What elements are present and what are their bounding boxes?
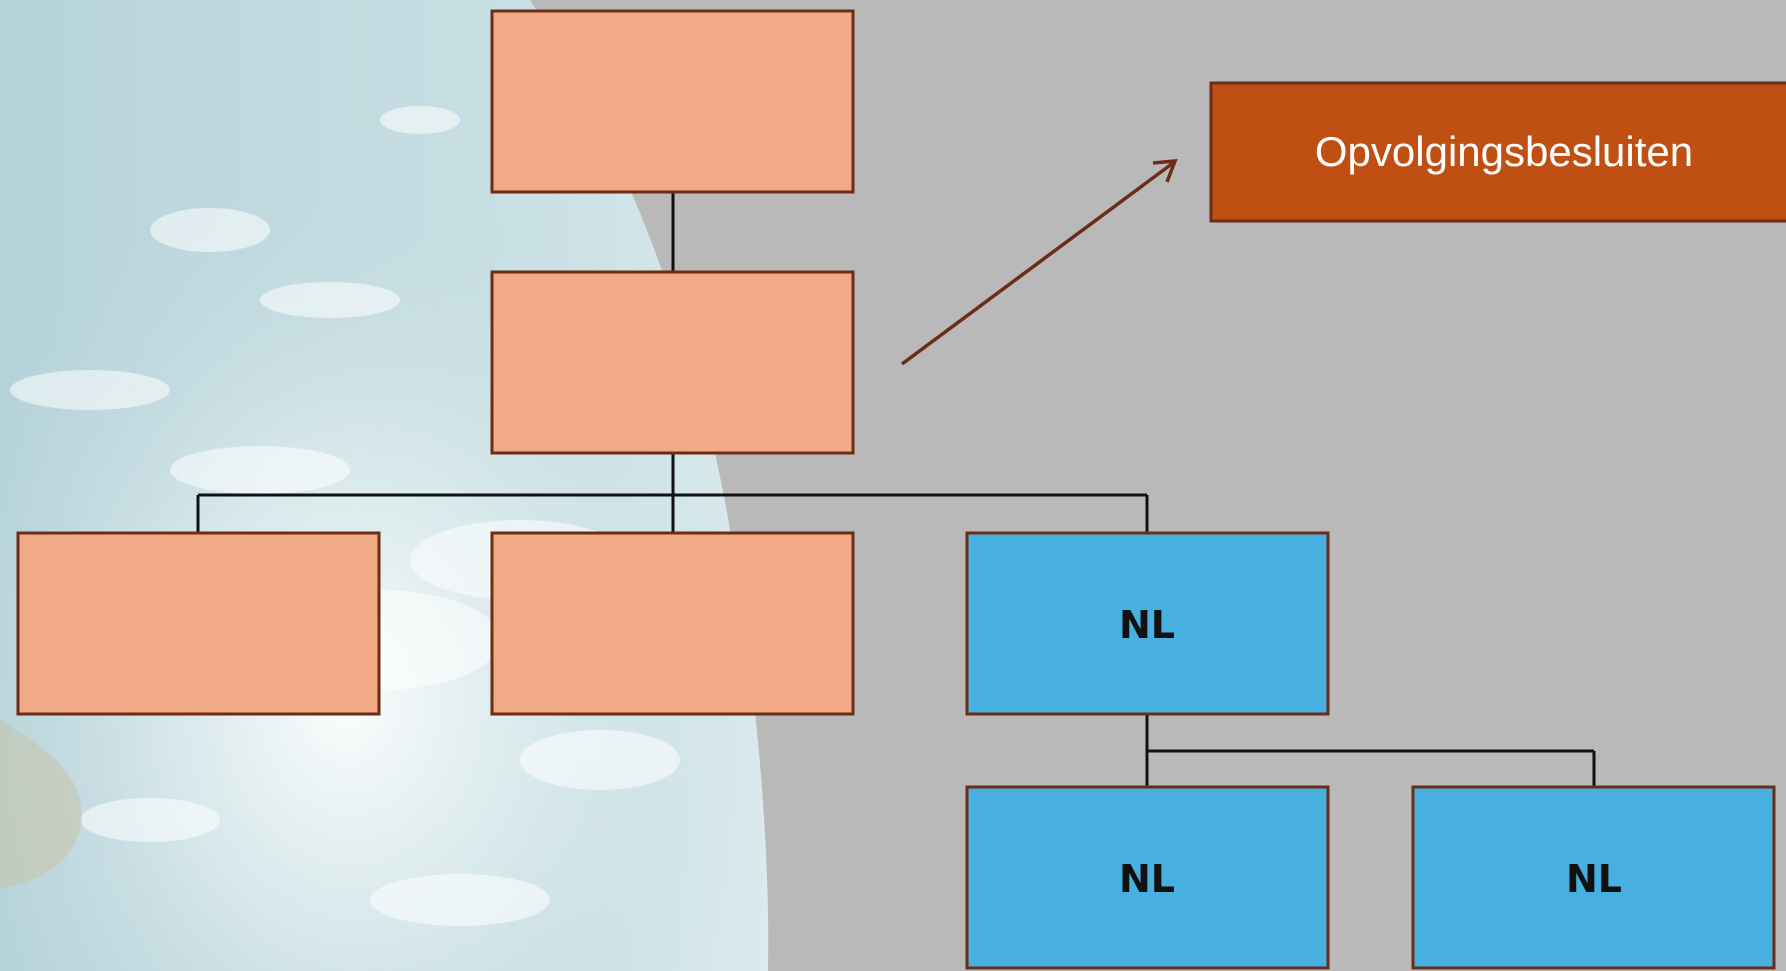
node-top bbox=[490, 9, 855, 194]
arrow-shaft bbox=[900, 161, 1175, 366]
node-row2-right-label: NL bbox=[1119, 603, 1175, 647]
node-row2-center-box bbox=[490, 531, 855, 716]
node-row3-right-label: NL bbox=[1566, 857, 1622, 901]
node-middle-box bbox=[490, 270, 855, 455]
connector-lines bbox=[196, 192, 1596, 787]
node-row3-left-box bbox=[965, 785, 1330, 970]
callout-box: Opvolgingsbesluiten bbox=[1209, 81, 1786, 223]
node-row2-right: NL bbox=[965, 531, 1330, 716]
node-middle bbox=[490, 270, 855, 455]
node-row2-right-box bbox=[965, 531, 1330, 716]
node-row2-center bbox=[490, 531, 855, 716]
node-row2-left bbox=[16, 531, 381, 716]
callout-rect bbox=[1209, 81, 1786, 223]
node-row3-left-label: NL bbox=[1119, 857, 1175, 901]
arrow-up-right-icon bbox=[900, 159, 1178, 366]
node-row3-right: NL bbox=[1411, 785, 1776, 970]
node-row2-left-box bbox=[16, 531, 381, 716]
node-row3-left: NL bbox=[965, 785, 1330, 970]
callout-label: Opvolgingsbesluiten bbox=[1315, 128, 1693, 175]
node-row3-right-box bbox=[1411, 785, 1776, 970]
landmass bbox=[0, 720, 82, 890]
node-group: NL NL NL bbox=[16, 9, 1776, 970]
node-top-box bbox=[490, 9, 855, 194]
arrow-head bbox=[1152, 159, 1178, 183]
